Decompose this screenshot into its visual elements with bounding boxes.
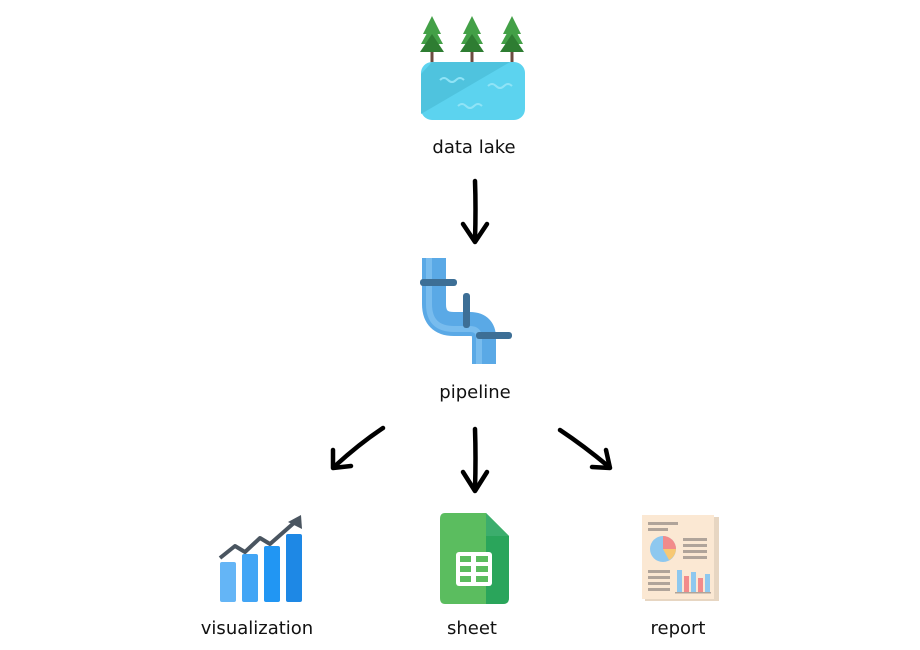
report-label: report [650,618,706,639]
visualization-label: visualization [200,618,314,639]
report-document-icon [642,515,719,601]
arrow-pipeline-to-report [557,427,613,471]
arrow-pipeline-to-sheet [460,426,490,494]
sheet-label: sheet [447,618,497,639]
tree-icon [420,16,444,64]
lake-icon [420,16,525,120]
bar-chart-icon [218,515,302,602]
arrow-pipeline-to-visualization [330,425,386,471]
data-lake-label: data lake [432,137,516,158]
pipe-icon [420,258,512,364]
tree-icon [460,16,484,64]
tree-icon [500,16,524,64]
spreadsheet-icon [440,513,509,604]
arrow-lake-to-pipeline [460,178,490,245]
pipeline-label: pipeline [439,382,511,403]
